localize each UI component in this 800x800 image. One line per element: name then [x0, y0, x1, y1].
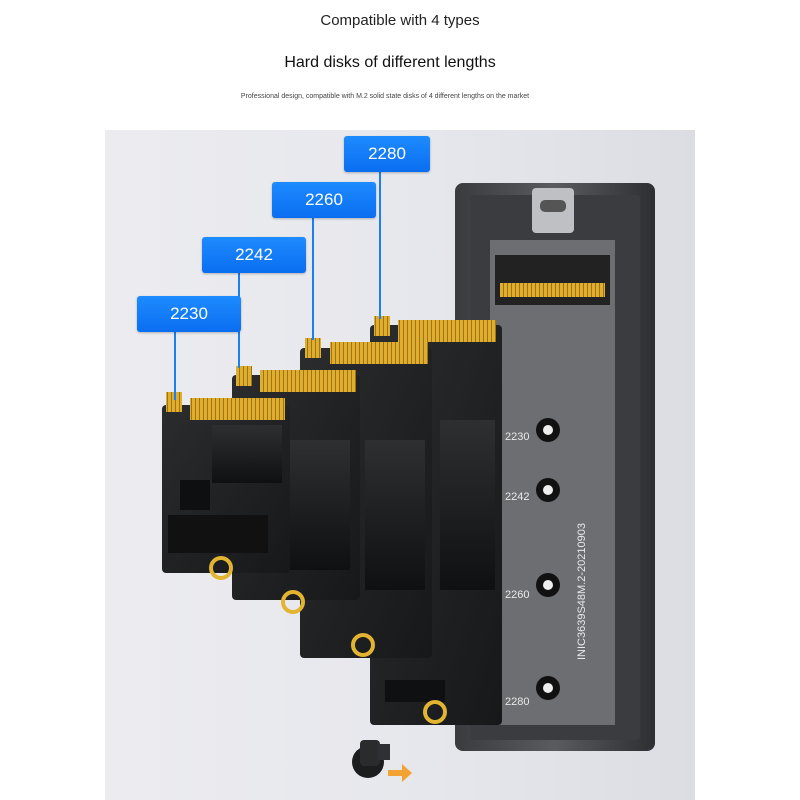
header-subtitle: Hard disks of different lengths	[284, 54, 496, 71]
board-mark-2230: 2230	[505, 431, 529, 443]
board-code: INIC3639S48M.2-20210903	[576, 523, 588, 660]
mounting-screw	[352, 740, 390, 778]
board-mark-2260: 2260	[505, 589, 529, 601]
size-tag-2260: 2260	[272, 182, 376, 218]
m2-slot	[495, 255, 610, 305]
board-mark-2242: 2242	[505, 491, 529, 503]
ssd-2230	[162, 392, 290, 580]
header-description: Professional design, compatible with M.2…	[240, 93, 530, 100]
arrow-icon	[388, 764, 412, 782]
size-tag-2280: 2280	[344, 136, 430, 172]
header-title: Compatible with 4 types	[320, 12, 480, 29]
ssd-enclosure: 2230 2242 2260 2280 INIC3639S48M.2-20210…	[455, 183, 655, 751]
size-tag-2242: 2242	[202, 237, 306, 273]
board-mark-2280: 2280	[505, 696, 529, 708]
size-tag-2230: 2230	[137, 296, 241, 332]
